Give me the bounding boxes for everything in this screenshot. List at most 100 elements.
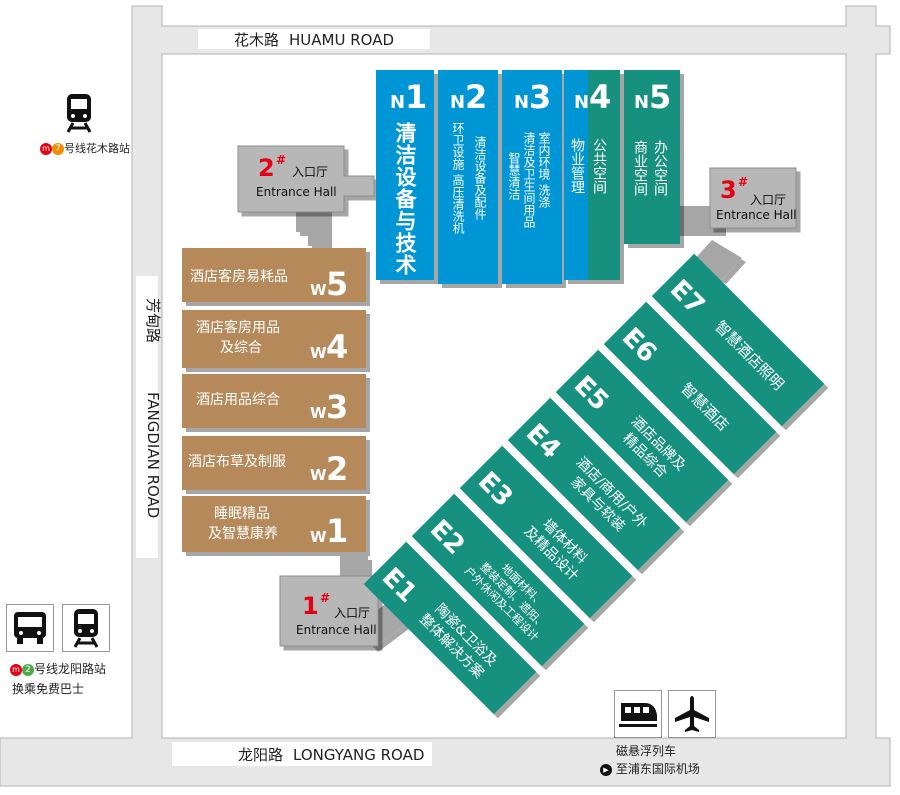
north-road-label-box xyxy=(198,29,430,49)
svg-text:5: 5 xyxy=(326,265,348,303)
hall-e4[interactable]: E4 酒店/商用/户外 家具与软装 xyxy=(507,397,681,571)
hall-n3[interactable]: N 3 室内环境 洗涤 清洁及卫生间用品 智慧清洁 xyxy=(502,70,562,284)
hall-e5[interactable]: E5 酒店品牌及 精品综合 xyxy=(555,349,729,523)
w-halls: 酒店客房易耗品 W 5 酒店客房用品 及综合 W 4 酒店用品综合 W 3 酒店… xyxy=(182,248,366,552)
hall-n4[interactable]: N 4 公共空间 物业管理 xyxy=(564,70,620,280)
hall-e3[interactable]: E3 墙体材料 及精品设计 xyxy=(459,445,633,619)
svg-text:W: W xyxy=(310,344,327,362)
hall-n1[interactable]: N 1 清洁设备与技术 xyxy=(376,70,434,280)
airplane-icon xyxy=(675,696,709,732)
metro-station-huamu[interactable] xyxy=(56,90,102,136)
shanghai-metro-logo-icon: m xyxy=(40,143,52,155)
svg-text:入口厅: 入口厅 xyxy=(334,606,370,620)
svg-text:N: N xyxy=(390,92,405,113)
svg-text:#: # xyxy=(276,153,286,167)
svg-text:环卫设施 高压清洗机: 环卫设施 高压清洗机 xyxy=(451,122,465,234)
entrance-hall-2[interactable]: 2 # 入口厅 Entrance Hall xyxy=(237,145,375,213)
svg-text:及综合: 及综合 xyxy=(220,340,262,356)
hall-e1[interactable]: E1 陶瓷&卫浴及 整体解决方案 xyxy=(363,541,537,715)
svg-text:N: N xyxy=(574,92,589,113)
svg-text:N: N xyxy=(514,92,529,113)
svg-text:入口厅: 入口厅 xyxy=(292,165,328,179)
svg-text:W: W xyxy=(310,281,327,299)
svg-text:1: 1 xyxy=(405,78,427,116)
svg-text:3: 3 xyxy=(529,78,551,116)
svg-text:入口厅: 入口厅 xyxy=(750,193,786,207)
svg-text:2: 2 xyxy=(465,78,487,116)
hall-n2[interactable]: N 2 清洁设备及配件 环卫设施 高压清洗机 xyxy=(438,70,498,284)
entrance-hall-3[interactable]: 3 # 入口厅 Entrance Hall xyxy=(709,167,797,229)
maglev-station[interactable] xyxy=(614,690,662,738)
shanghai-metro-logo-icon: m xyxy=(10,663,22,676)
svg-text:#: # xyxy=(320,591,330,605)
hall-w2[interactable]: 酒店布草及制服 W 2 xyxy=(182,436,366,490)
metro-station-longyang[interactable] xyxy=(62,604,110,652)
corridor-entrance-1 xyxy=(340,556,368,578)
svg-text:#: # xyxy=(738,175,748,189)
svg-text:3: 3 xyxy=(326,388,348,426)
svg-text:公共空间: 公共空间 xyxy=(591,138,607,195)
line-2-badge: 2 xyxy=(22,663,34,676)
svg-text:1: 1 xyxy=(326,512,348,550)
svg-text:酒店客房用品: 酒店客房用品 xyxy=(196,319,280,336)
hall-w4[interactable]: 酒店客房用品 及综合 W 4 xyxy=(182,310,366,368)
bus-icon xyxy=(14,612,46,644)
svg-text:4: 4 xyxy=(326,328,348,366)
svg-text:Entrance Hall: Entrance Hall xyxy=(716,208,797,222)
svg-text:酒店用品综合: 酒店用品综合 xyxy=(196,392,280,408)
svg-text:Entrance Hall: Entrance Hall xyxy=(256,185,337,199)
svg-text:N: N xyxy=(450,92,465,113)
svg-text:室内环境 洗涤: 室内环境 洗涤 xyxy=(537,131,551,208)
svg-text:2: 2 xyxy=(326,450,348,488)
svg-text:W: W xyxy=(310,528,327,546)
svg-text:4: 4 xyxy=(589,78,611,116)
svg-text:清洁设备及配件: 清洁设备及配件 xyxy=(473,136,487,220)
svg-text:睡眠精品: 睡眠精品 xyxy=(214,506,270,522)
metro-train-icon xyxy=(66,94,92,133)
svg-text:N: N xyxy=(634,92,649,113)
hall-w3[interactable]: 酒店用品综合 W 3 xyxy=(182,374,366,428)
bus-stop[interactable] xyxy=(6,604,54,652)
maglev-caption: 磁悬浮列车 xyxy=(616,744,677,758)
svg-text:酒店客房易耗品: 酒店客房易耗品 xyxy=(190,268,288,285)
svg-text:清洁及卫生间用品: 清洁及卫生间用品 xyxy=(522,132,536,228)
svg-text:1: 1 xyxy=(302,592,319,620)
svg-text:酒店布草及制服: 酒店布草及制服 xyxy=(188,454,286,470)
svg-text:清洁设备与技术: 清洁设备与技术 xyxy=(393,121,418,276)
svg-text:及智慧康养: 及智慧康养 xyxy=(208,525,278,542)
svg-text:5: 5 xyxy=(649,78,671,116)
west-road-label-box xyxy=(136,276,158,558)
south-road-label-box xyxy=(172,742,432,766)
svg-text:3: 3 xyxy=(720,176,737,204)
line-7-badge: 7 xyxy=(52,143,64,155)
svg-text:2: 2 xyxy=(258,154,275,182)
svg-text:物业管理: 物业管理 xyxy=(569,138,585,194)
hall-w5[interactable]: 酒店客房易耗品 W 5 xyxy=(182,248,366,303)
hall-e6[interactable]: E6 智慧酒店 xyxy=(603,301,777,475)
airport-caption: ▶ 至浦东国际机场 xyxy=(600,760,700,777)
corridor-entrance-3-diagonal xyxy=(692,240,742,280)
svg-text:办公空间: 办公空间 xyxy=(652,140,668,197)
play-icon: ▶ xyxy=(600,763,612,776)
fangdian-road-cn-label: 芳甸路 xyxy=(144,298,162,343)
svg-text:W: W xyxy=(310,404,327,422)
entrance-hall-1[interactable]: 1 # 入口厅 Entrance Hall xyxy=(279,575,379,647)
hall-w1[interactable]: 睡眠精品 及智慧康养 W 1 xyxy=(182,496,366,552)
free-shuttle-caption: 换乘免费巴士 xyxy=(12,682,85,696)
svg-text:W: W xyxy=(310,466,327,484)
n-halls: N 1 清洁设备与技术 N 2 清洁设备及配件 环卫设施 高压清洗机 N 3 室… xyxy=(376,70,680,284)
maglev-train-icon xyxy=(619,703,657,727)
svg-text:智慧清洁: 智慧清洁 xyxy=(507,151,521,200)
entrance-halls: 2 # 入口厅 Entrance Hall 3 # 入口厅 Entrance H… xyxy=(237,145,797,647)
hall-n5[interactable]: N 5 办公空间 商业空间 xyxy=(624,70,680,244)
svg-text:Entrance Hall: Entrance Hall xyxy=(296,623,377,637)
airport[interactable] xyxy=(668,690,716,738)
metro-train-icon xyxy=(73,609,99,648)
svg-text:商业空间: 商业空间 xyxy=(632,140,648,197)
fangdian-road-en-label: FANGDIAN ROAD xyxy=(144,392,162,518)
